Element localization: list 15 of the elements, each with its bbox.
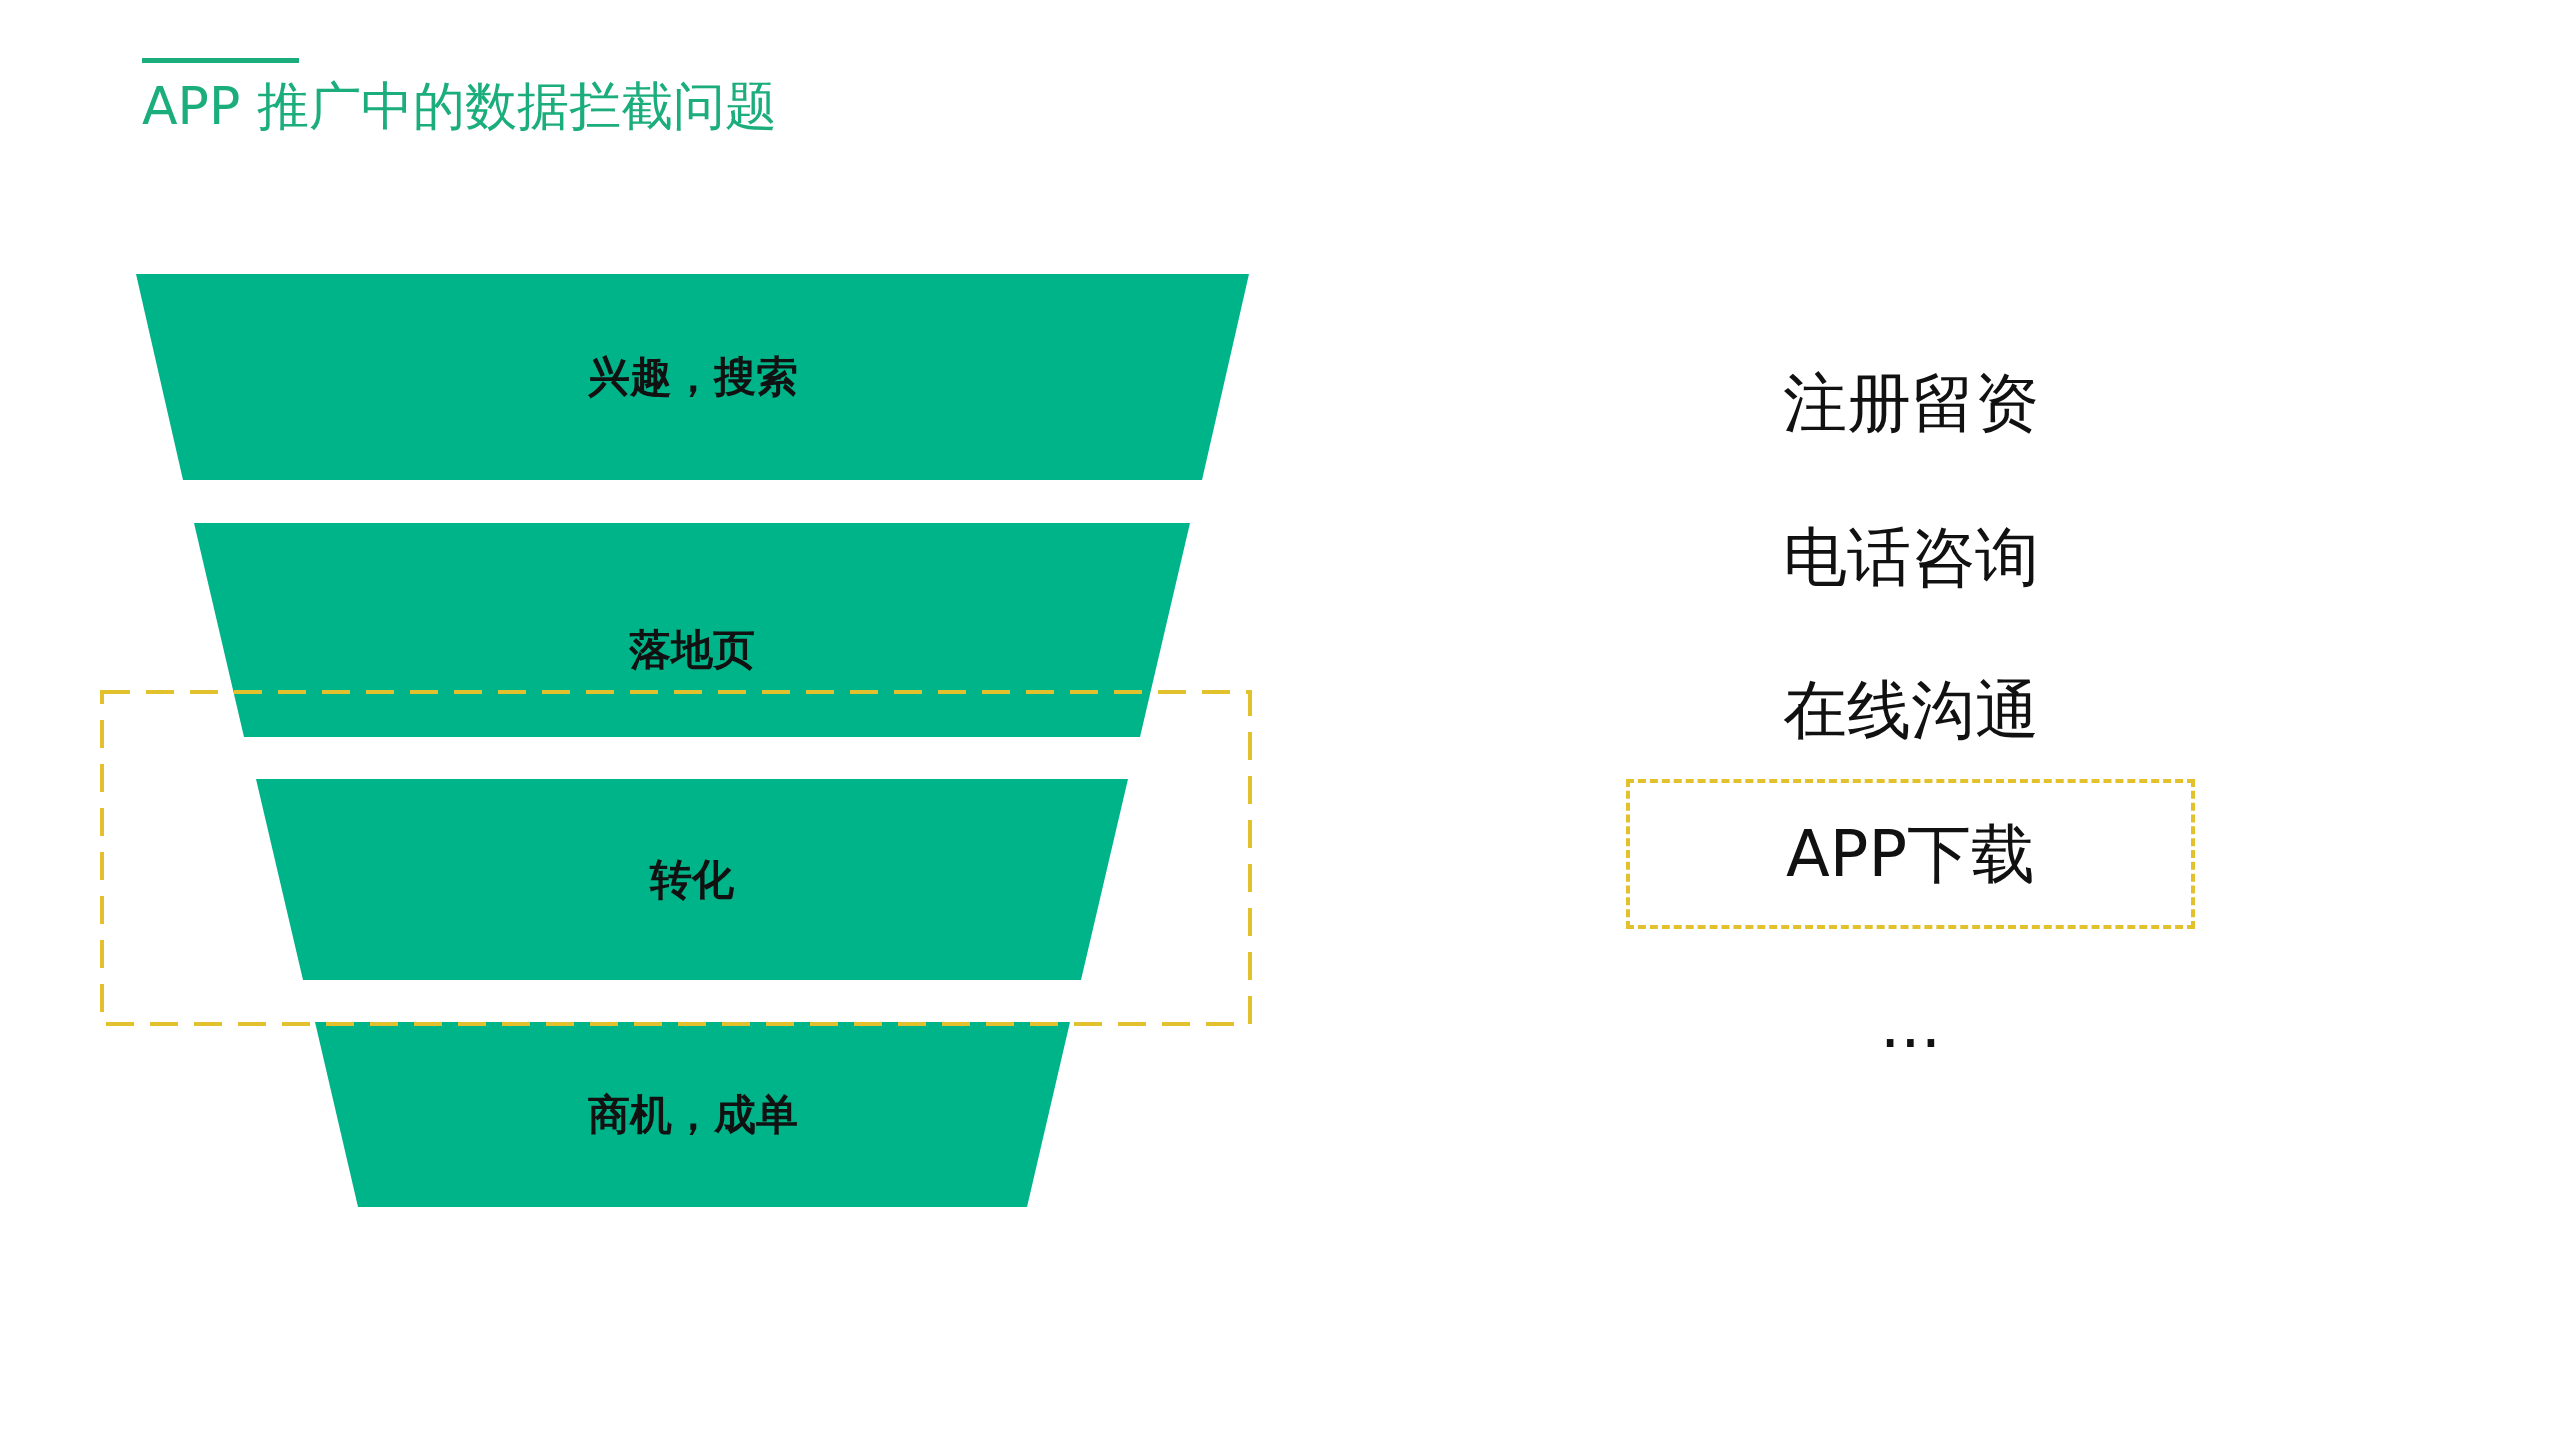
channel-label: 电话咨询: [1781, 518, 2040, 596]
stage-label: 商机，成单: [587, 1088, 798, 1141]
stage-label: 转化: [650, 853, 734, 906]
channel-label: APP下载: [1786, 815, 2035, 893]
channel-label: 在线沟通: [1781, 671, 2040, 749]
funnel-stage: [315, 1022, 1070, 1207]
stage-label: 落地页: [629, 624, 755, 676]
funnel-stage: [256, 779, 1128, 980]
funnel-stage: [194, 523, 1190, 737]
funnel-stage: [136, 274, 1249, 480]
highlight-box: [1626, 779, 2195, 929]
channel-label: ...: [1879, 988, 1942, 1062]
stage-label: 兴趣，搜索: [587, 351, 798, 403]
channel-label: 注册留资: [1781, 364, 2040, 442]
title: APP 推广中的数据拦截问题: [142, 75, 777, 138]
